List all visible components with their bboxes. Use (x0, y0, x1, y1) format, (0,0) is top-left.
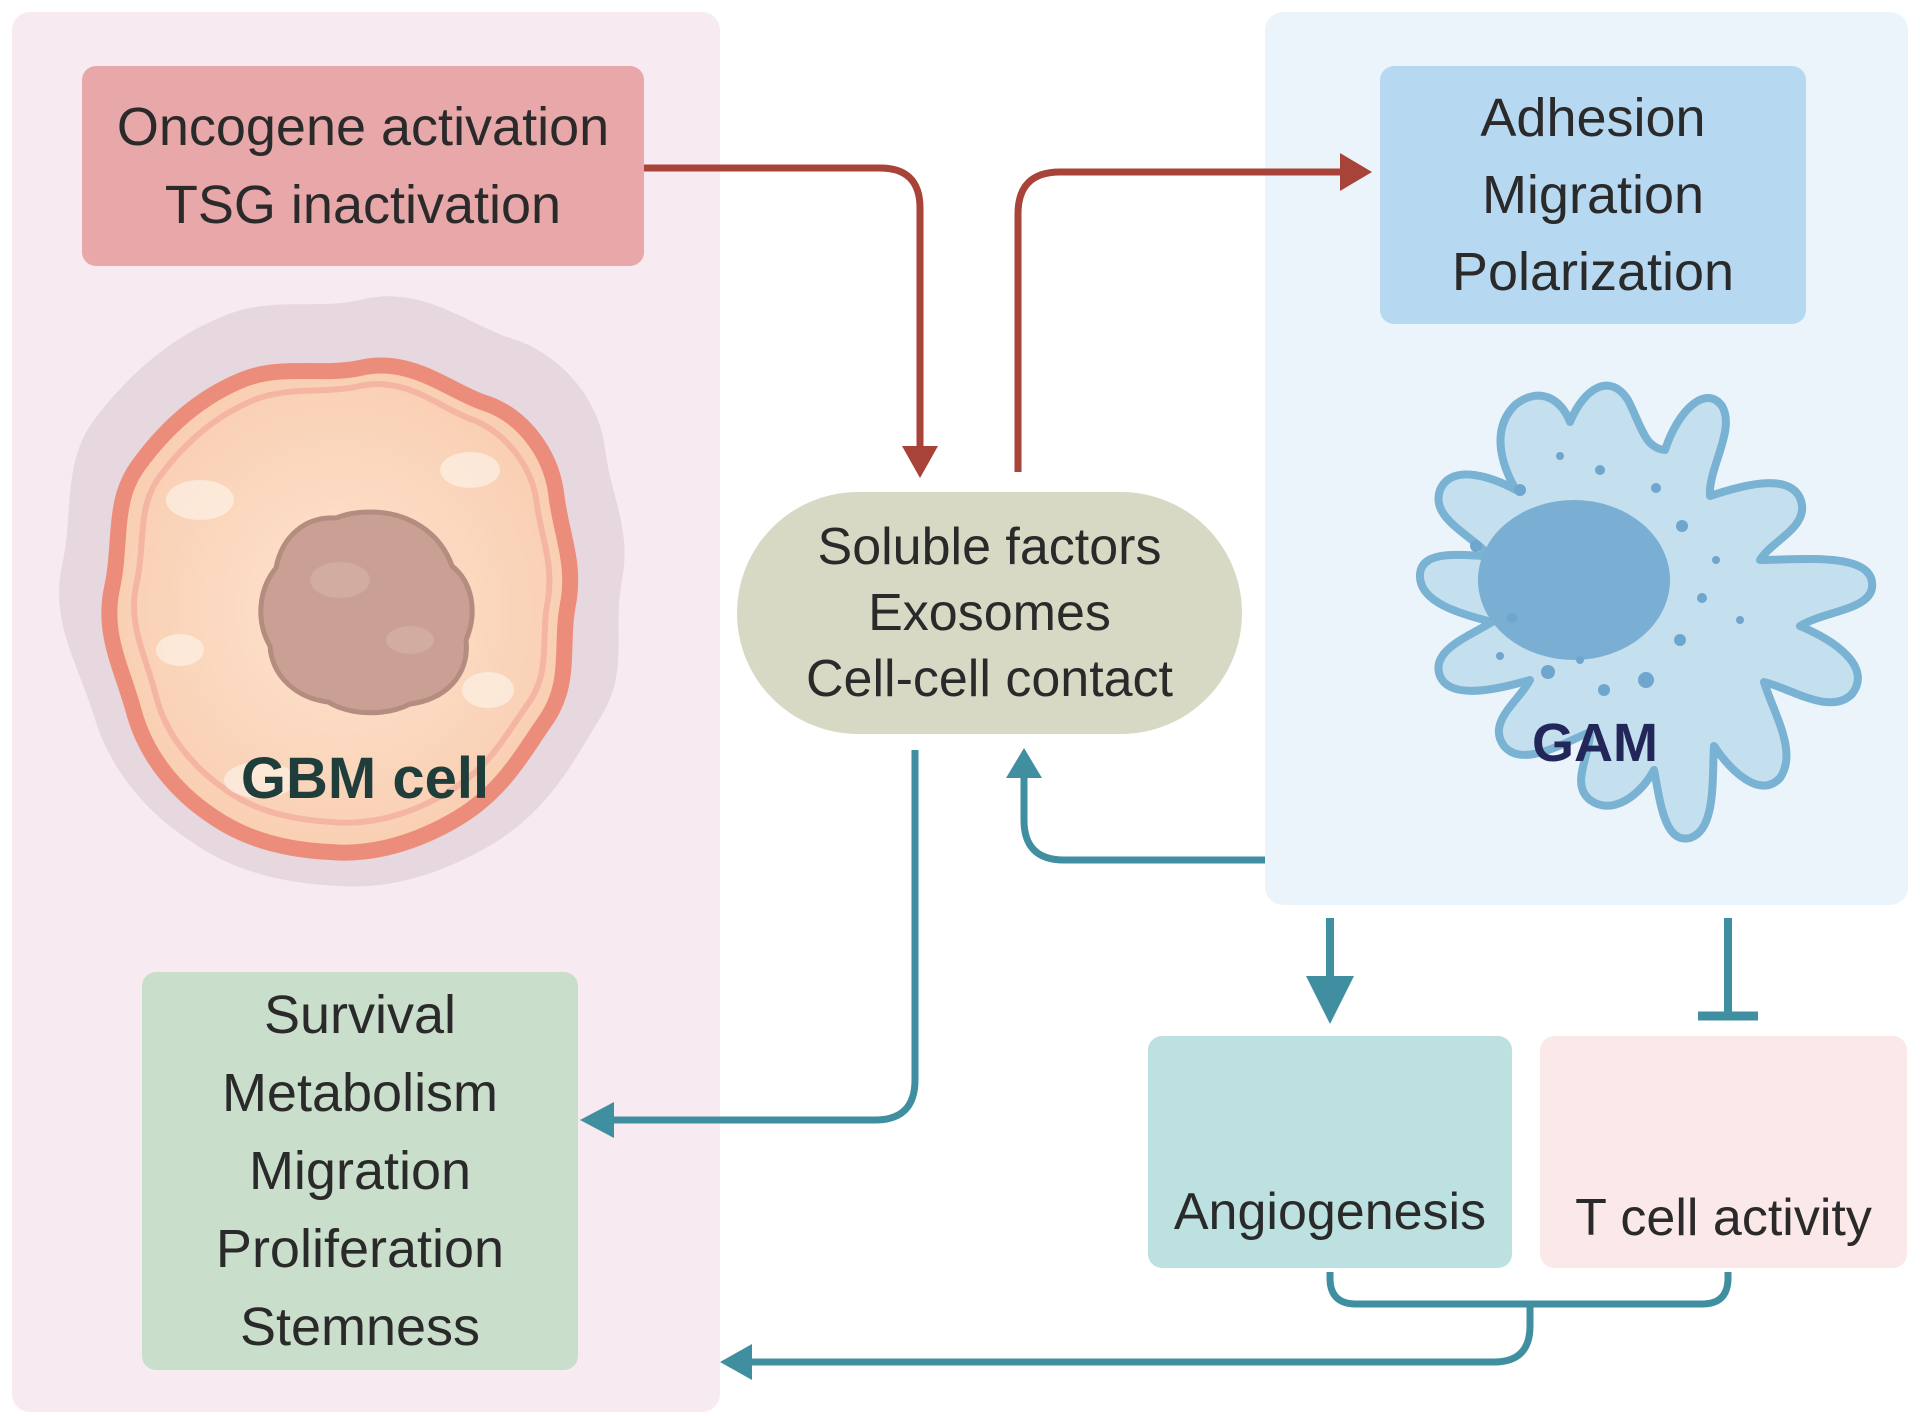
oncogene-activation-box: Oncogene activation TSG inactivation (82, 66, 644, 266)
box-line: Exosomes (868, 584, 1111, 642)
box-line: Proliferation (215, 1219, 505, 1279)
angiogenesis-box: Angiogenesis (1148, 1036, 1512, 1268)
box-line: TSG inactivation (164, 175, 562, 235)
box-line: Stemness (239, 1297, 481, 1357)
gbm-cell-label: GBM cell (240, 746, 490, 811)
gam-cell-icon (1416, 381, 1877, 843)
tumor-outcomes-box: Survival Metabolism Migration Proliferat… (142, 972, 578, 1370)
box-line: Migration (1481, 164, 1705, 225)
gam-effects-box: Adhesion Migration Polarization (1380, 66, 1806, 324)
mediators-box: Soluble factors Exosomes Cell-cell conta… (737, 492, 1242, 734)
feedback-to-tumor-arrow (720, 1272, 1732, 1380)
oncogene-to-mediators-arrow (644, 164, 938, 478)
angiogenesis-label: Angiogenesis (1173, 1183, 1487, 1241)
gam-cell-label: GAM (1532, 713, 1658, 773)
box-line: Adhesion (1480, 87, 1706, 148)
box-line: Soluble factors (817, 518, 1162, 576)
box-line: Metabolism (221, 1063, 499, 1123)
gam-to-angiogenesis-arrow (1306, 918, 1354, 1024)
mediators-to-gam-effects-arrow (1014, 153, 1372, 472)
tcell-activity-label: T cell activity (1575, 1189, 1872, 1247)
mediators-to-outcomes-arrow (580, 750, 919, 1138)
tcell-activity-box: T cell activity (1540, 1036, 1907, 1268)
box-line: Survival (263, 985, 457, 1045)
gbm-cell-icon (59, 296, 625, 887)
box-line: Polarization (1451, 241, 1735, 302)
box-line: Oncogene activation (116, 97, 610, 157)
box-line: Migration (248, 1141, 472, 1201)
gam-inhibits-tcell-arrow (1698, 918, 1758, 1021)
gam-to-mediators-arrow (1006, 748, 1265, 864)
box-line: Cell-cell contact (805, 650, 1174, 708)
